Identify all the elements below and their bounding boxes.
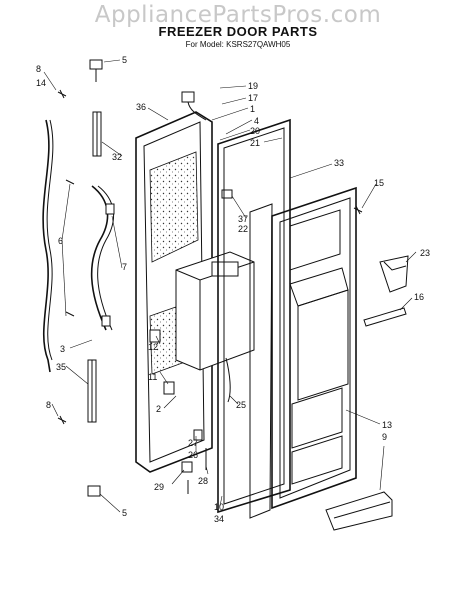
dispenser-trim xyxy=(363,307,407,327)
part-label: 23 xyxy=(420,248,430,258)
part-label: 17 xyxy=(248,93,258,103)
part-label: 33 xyxy=(334,158,344,168)
part-label: 9 xyxy=(382,432,387,442)
part-label: 19 xyxy=(248,81,258,91)
lower-hinge-bracket xyxy=(87,359,97,423)
leader-lines xyxy=(43,59,417,513)
part-label: 11 xyxy=(148,372,157,382)
part-number-labels: 5 8 14 19 17 1 36 4 20 21 32 33 15 37 22… xyxy=(36,55,430,524)
part-label: 5 xyxy=(122,508,127,518)
dispenser-switch xyxy=(221,189,233,199)
part-label: 26 xyxy=(188,450,198,460)
part-label: 15 xyxy=(374,178,384,188)
part-label: 8 xyxy=(46,400,51,410)
diagram-subtitle: For Model: KSRS27QAWH05 xyxy=(185,40,291,49)
part-label: 28 xyxy=(198,476,208,486)
part-label: 2 xyxy=(156,404,161,414)
part-label: 3 xyxy=(60,344,65,354)
bottom-bin xyxy=(325,491,393,531)
screw-lower-left xyxy=(57,415,67,425)
part-label: 13 xyxy=(382,420,392,430)
lower-hinge-cap xyxy=(87,485,101,497)
part-label: 12 xyxy=(148,342,158,352)
part-label: 20 xyxy=(250,126,260,136)
part-label: 35 xyxy=(56,362,66,372)
diagram-title: FREEZER DOOR PARTS xyxy=(158,24,318,39)
upper-hinge-bracket xyxy=(92,111,102,157)
handle-screws xyxy=(65,179,75,317)
part-label: 16 xyxy=(414,292,424,302)
part-label: 8 xyxy=(36,64,41,74)
part-label: 29 xyxy=(154,482,164,492)
inner-door-liner xyxy=(271,186,357,510)
door-handle xyxy=(90,185,115,331)
part-label: 37 xyxy=(238,214,248,224)
gasket-seal xyxy=(249,203,273,519)
part-label: 5 xyxy=(122,55,127,65)
screw-top-left xyxy=(57,89,67,99)
part-label: 27 xyxy=(188,438,198,448)
part-label: 4 xyxy=(254,116,259,126)
part-label: 10 xyxy=(214,502,224,512)
lower-inner-parts xyxy=(149,329,175,395)
part-label: 32 xyxy=(112,152,122,162)
part-label: 1 xyxy=(250,104,255,114)
dispenser-housing xyxy=(175,251,255,403)
top-hinge-cap xyxy=(89,59,103,82)
door-gasket xyxy=(217,118,291,514)
part-label: 25 xyxy=(236,400,246,410)
part-label: 36 xyxy=(136,102,146,112)
screw-right xyxy=(353,205,363,215)
part-label: 21 xyxy=(250,138,260,148)
part-label: 34 xyxy=(214,514,224,524)
part-label: 14 xyxy=(36,78,46,88)
part-label: 22 xyxy=(238,224,248,234)
watermark: AppliancePartsPros.com xyxy=(94,2,382,28)
part-label: 7 xyxy=(122,262,127,272)
part-label: 6 xyxy=(58,236,63,246)
ice-chute xyxy=(379,255,409,293)
door-trim-strip xyxy=(42,119,54,373)
